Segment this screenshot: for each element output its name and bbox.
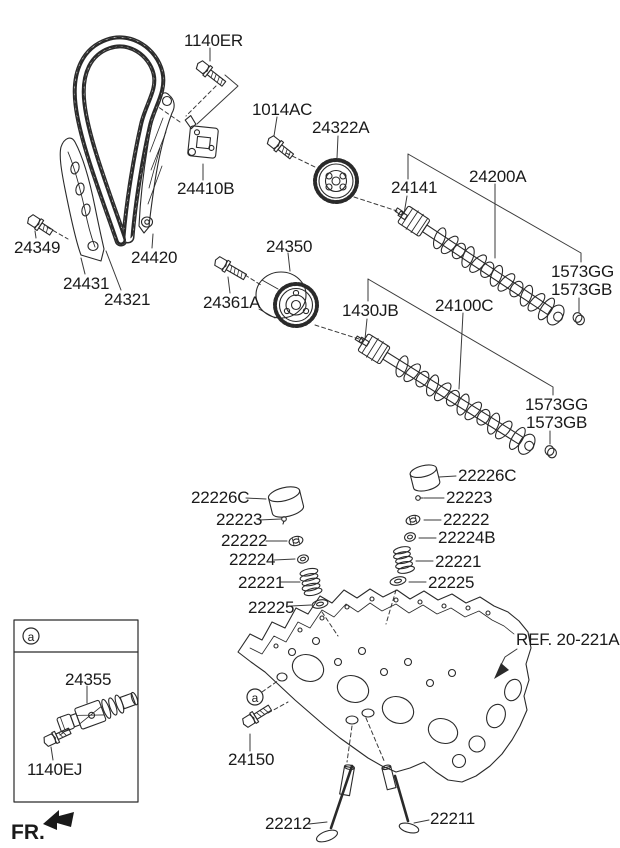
tappet-left (267, 486, 305, 518)
retainer-key-left (281, 516, 287, 525)
cam-plug-seals-1 (572, 312, 585, 326)
part-label-1573gg-1: 1573GG (551, 262, 615, 281)
spring-seat-right (389, 576, 407, 586)
part-label-22221-right: 22221 (435, 552, 482, 571)
part-label-22226c-left: 22226C (191, 488, 250, 507)
exhaust-valve-22211 (393, 774, 420, 834)
inset-marker-a-text: a (28, 630, 35, 644)
retainer-lock-left (288, 535, 304, 547)
cam-sprocket (313, 158, 359, 204)
bolt-24349 (27, 214, 54, 236)
cam-plug-seals-2 (544, 445, 557, 459)
bolt-24150 (242, 704, 273, 728)
part-label-24150: 24150 (228, 750, 275, 769)
part-label-24431: 24431 (63, 274, 110, 293)
part-label-22224b-right: 22224B (438, 528, 496, 547)
part-label-22225-left: 22225 (248, 598, 295, 617)
part-label-1140er: 1140ER (184, 31, 243, 50)
part-label-24350: 24350 (266, 237, 313, 256)
part-label-24361a: 24361A (203, 293, 261, 312)
valve-spring-right (393, 546, 415, 574)
part-label-24420: 24420 (131, 248, 178, 267)
part-label-24355: 24355 (65, 670, 112, 689)
part-label-1573gb-1: 1573GB (551, 280, 613, 299)
part-label-24100c: 24100C (435, 296, 494, 315)
cylinder-head (237, 588, 532, 783)
bolt-1140ej (43, 727, 72, 747)
part-label-22211: 22211 (430, 809, 476, 828)
camshaft-24100c (354, 333, 536, 455)
part-label-1573gg-2: 1573GG (525, 395, 589, 414)
valve-spring-left (299, 567, 323, 597)
part-label-22221-left: 22221 (238, 573, 285, 592)
valve-guide-left (339, 764, 355, 797)
chain-guide-rail (59, 137, 105, 262)
retainer-key-right (415, 495, 424, 501)
dowel-pin-24141 (397, 210, 408, 221)
part-label-1140ej: 1140EJ (27, 760, 83, 779)
bolt-1140er (195, 60, 227, 87)
part-label-22222-left: 22222 (221, 531, 268, 550)
intake-valve-22212 (315, 764, 354, 843)
part-label-22224-left: 22224 (229, 550, 276, 569)
camshaft-24200a (394, 205, 565, 326)
bolt-24361a (214, 256, 248, 281)
head-marker-a: a (246, 688, 264, 706)
part-label-24321: 24321 (104, 290, 151, 309)
part-label-24410b: 24410B (177, 179, 235, 198)
chain-tensioner (184, 115, 219, 159)
leader-lines (34, 47, 582, 825)
dowel-pin-1430jb (358, 336, 370, 347)
timing-chain (72, 35, 166, 247)
spring-seat-left (311, 599, 329, 609)
retainer-lock-right (405, 514, 421, 526)
valve-guide-right (381, 764, 397, 791)
fr-direction-arrow (43, 810, 74, 830)
part-label-22222-right: 22222 (443, 510, 490, 529)
head-marker-a-text: a (252, 691, 259, 705)
part-label-24141: 24141 (391, 178, 438, 197)
part-label-1430jb: 1430JB (342, 301, 399, 320)
inset-box: a (13, 619, 139, 803)
tappet-right (409, 464, 441, 492)
bolt-1014ac (266, 135, 295, 160)
fr-label: FR. (11, 821, 45, 844)
part-label-1573gb-2: 1573GB (526, 413, 588, 432)
spring-retainer-left (297, 554, 309, 564)
part-label-22225-right: 22225 (428, 573, 475, 592)
cvvt-assembly (255, 271, 319, 328)
part-label-22223-left: 22223 (216, 510, 263, 529)
part-label-22212: 22212 (265, 814, 312, 833)
part-label-22223-right: 22223 (446, 488, 493, 507)
part-label-24349: 24349 (14, 238, 61, 257)
part-label-22226c-right: 22226C (458, 466, 517, 485)
ref-label: REF. 20-221A (516, 630, 620, 649)
part-label-1014ac: 1014AC (252, 100, 313, 119)
part-label-24322a: 24322A (312, 118, 370, 137)
spring-retainer-right (404, 532, 416, 542)
part-label-24200a: 24200A (469, 167, 527, 186)
oil-control-valve (56, 691, 139, 733)
